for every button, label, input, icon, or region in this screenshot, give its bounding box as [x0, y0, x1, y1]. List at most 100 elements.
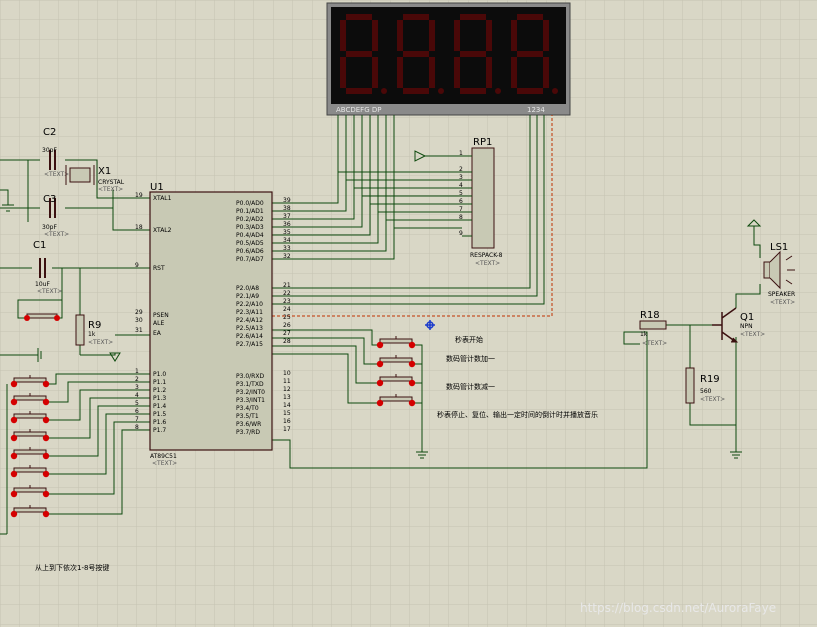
key-button-5[interactable] [10, 447, 50, 460]
r9-text: <TEXT> [88, 339, 113, 346]
q1-value: NPN [740, 323, 753, 330]
u1-text: <TEXT> [152, 460, 177, 467]
u1-pin-name: PSEN [153, 312, 169, 319]
rp1-pin-number: 3 [459, 174, 463, 181]
c3-value: 30pF [42, 224, 57, 231]
function-button-2[interactable] [376, 355, 416, 368]
key-button-4[interactable] [10, 429, 50, 442]
u1-pin-name: P2.7/A15 [236, 341, 263, 348]
key-button-3[interactable] [10, 411, 50, 424]
rp1-pin-number: 7 [459, 206, 463, 213]
rp1-pin-number: 6 [459, 198, 463, 205]
key-button-8[interactable] [10, 505, 50, 518]
u1-pin-name: P0.0/AD0 [236, 200, 264, 207]
rp1-pin-number: 9 [459, 230, 463, 237]
ls1-text: <TEXT> [770, 299, 795, 306]
u1-pin-number: 2 [135, 376, 139, 383]
key-button-6[interactable] [10, 465, 50, 478]
u1-pin-number: 26 [283, 322, 291, 329]
display-digit-2: 8 [397, 14, 444, 94]
u1-pin-number: 5 [135, 400, 139, 407]
u1-pin-name: P2.5/A13 [236, 325, 263, 332]
u1-pin-number: 27 [283, 330, 291, 337]
u1-pin-name: XTAL2 [153, 227, 172, 234]
u1-pin-number: 14 [283, 402, 291, 409]
u1-pin-name: P0.3/AD3 [236, 224, 264, 231]
r19-resistor[interactable]: R19 560 <TEXT> [685, 367, 725, 404]
u1-pin-number: 15 [283, 410, 291, 417]
u1-pin-name: P3.7/RD [236, 429, 260, 436]
u1-pin-number: 11 [283, 378, 291, 385]
ls1-value: SPEAKER [768, 291, 795, 298]
rp1-text: <TEXT> [475, 260, 500, 267]
highlight-wire [272, 115, 553, 317]
u1-pin-name: EA [153, 330, 162, 337]
q1-ref: Q1 [740, 312, 754, 323]
u1-ref: U1 [150, 182, 164, 193]
c3-capacitor[interactable]: C3 30pF <TEXT> [42, 194, 69, 238]
u1-pin-number: 35 [283, 229, 291, 236]
u1-pin-number: 10 [283, 370, 291, 377]
u1-pin-number: 16 [283, 418, 291, 425]
u1-pin-name: P1.4 [153, 403, 166, 410]
u1-pin-name: P1.0 [153, 371, 166, 378]
c1-capacitor[interactable]: C1 10uF <TEXT> [33, 240, 62, 295]
ground-symbols [2, 204, 762, 459]
u1-pin-number: 1 [135, 368, 139, 375]
display-digit-label: 1234 [527, 106, 545, 114]
u1-pin-number: 9 [135, 262, 139, 269]
u1-pin-number: 33 [283, 245, 291, 252]
q1-transistor[interactable]: Q1 NPN <TEXT> [712, 307, 765, 343]
u1-pin-name: P1.1 [153, 379, 166, 386]
r18-resistor[interactable]: R18 1k <TEXT> [639, 310, 667, 347]
x1-value: CRYSTAL [98, 179, 125, 186]
u1-pin-number: 3 [135, 384, 139, 391]
note-btn2: 数码管计数加一 [446, 354, 495, 363]
function-button-3[interactable] [376, 374, 416, 387]
u1-pin-number: 36 [283, 221, 291, 228]
key-button-7[interactable] [10, 485, 50, 498]
c2-ref: C2 [43, 127, 56, 138]
rp1-pin-number: 2 [459, 166, 463, 173]
r18-value: 1k [640, 331, 648, 338]
u1-pin-name: P2.6/A14 [236, 333, 263, 340]
c1-text: <TEXT> [37, 288, 62, 295]
u1-pin-name: RST [153, 265, 165, 272]
c2-capacitor[interactable]: C2 30pF <TEXT> [42, 127, 69, 178]
u1-pin-number: 32 [283, 253, 291, 260]
u1-pin-name: P1.5 [153, 411, 166, 418]
key-button-1[interactable] [10, 375, 50, 388]
u1-pin-name: P2.3/A11 [236, 309, 263, 316]
r18-text: <TEXT> [642, 340, 667, 347]
u1-pin-number: 8 [135, 424, 139, 431]
reset-button[interactable] [24, 313, 60, 321]
function-button-1[interactable] [376, 336, 416, 349]
display-segment-label: ABCDEFG DP [336, 106, 381, 114]
u1-microcontroller[interactable]: XTAL119XTAL218RST9PSEN29ALE30EA31P1.01P1… [135, 182, 291, 467]
u1-pin-name: P3.3/INT1 [236, 397, 265, 404]
u1-pin-name: P2.0/A8 [236, 285, 259, 292]
seven-segment-display[interactable]: 8888 ABCDEFG DP 1234 [326, 2, 571, 116]
u1-pin-number: 23 [283, 298, 291, 305]
r19-text: <TEXT> [700, 396, 725, 403]
rp1-power-arrow [414, 150, 427, 162]
rp1-pin-number: 4 [459, 182, 463, 189]
r9-resistor[interactable]: R9 1k <TEXT> [75, 314, 113, 346]
c3-text: <TEXT> [44, 231, 69, 238]
function-button-4[interactable] [376, 394, 416, 407]
x1-crystal[interactable]: X1 CRYSTAL <TEXT> [65, 165, 125, 193]
u1-pin-name: P3.1/TXD [236, 381, 264, 388]
r9-value: 1k [88, 331, 96, 338]
key-button-2[interactable] [10, 393, 50, 406]
ls1-speaker[interactable]: LS1 SPEAKER <TEXT> [763, 242, 795, 306]
u1-pin-number: 22 [283, 290, 291, 297]
c1-ref: C1 [33, 240, 46, 251]
c2-text: <TEXT> [44, 171, 69, 178]
cursor-crosshair-icon [425, 320, 435, 330]
u1-pin-name: P0.7/AD7 [236, 256, 264, 263]
u1-pin-number: 31 [135, 327, 143, 334]
u1-pin-number: 12 [283, 386, 291, 393]
